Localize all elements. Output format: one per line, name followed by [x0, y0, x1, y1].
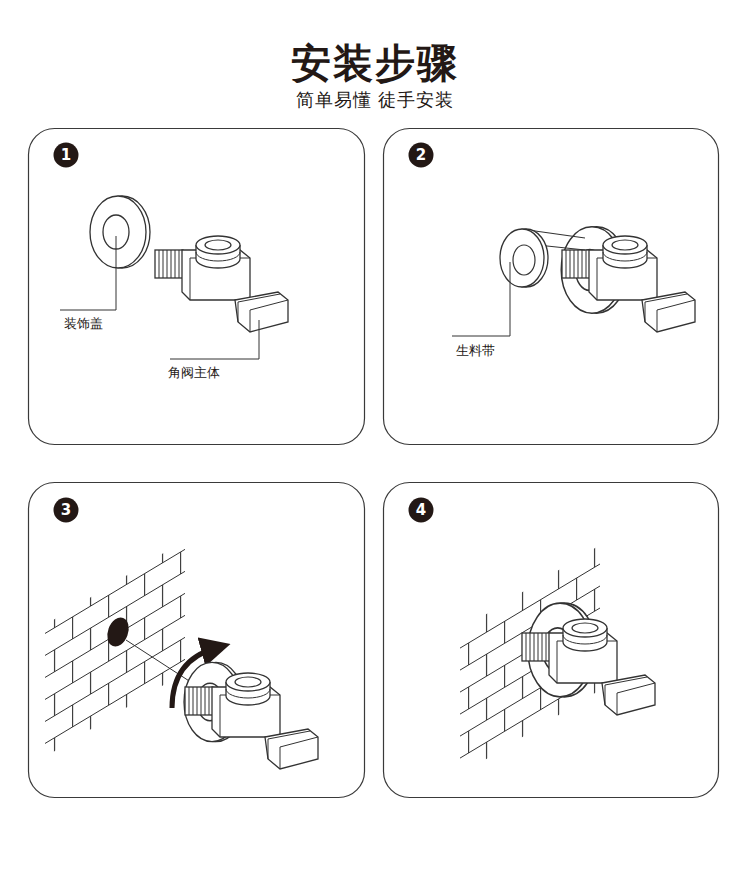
subtitle: 简单易懂 徒手安装 [0, 88, 750, 112]
tape-roll [500, 229, 544, 287]
part-name: 生料带 [456, 342, 495, 360]
number-circle [54, 498, 79, 523]
angle-valve [562, 236, 695, 332]
step-number: 2 [408, 142, 434, 168]
step-number: 3 [53, 497, 79, 523]
angle-valve [185, 673, 318, 769]
step-panel [29, 129, 365, 445]
callout-number: 3 [53, 497, 79, 523]
part-name: 角阀主体 [168, 364, 220, 382]
step-number: 4 [408, 497, 434, 523]
step-panel [29, 483, 365, 798]
number-circle [54, 143, 79, 168]
callout-number: 4 [408, 497, 434, 523]
wall-hole [103, 614, 132, 649]
decorative-cover [90, 196, 150, 268]
number-circle [409, 498, 434, 523]
step-panel [384, 129, 719, 445]
part-name: 装饰盖 [64, 315, 103, 333]
step-number: 1 [53, 142, 79, 168]
leader-line [170, 320, 259, 359]
brick-wall [45, 540, 185, 757]
callout-number: 1 [53, 142, 79, 168]
callout-number: 2 [408, 142, 434, 168]
tape-roll-hole [513, 245, 535, 275]
leader-line [452, 262, 510, 336]
page-title: 安装步骤 [0, 36, 750, 91]
angle-valve [522, 619, 655, 715]
step-panel [384, 483, 719, 798]
angle-valve [155, 236, 288, 332]
leader-line [60, 236, 116, 310]
number-circle [409, 143, 434, 168]
